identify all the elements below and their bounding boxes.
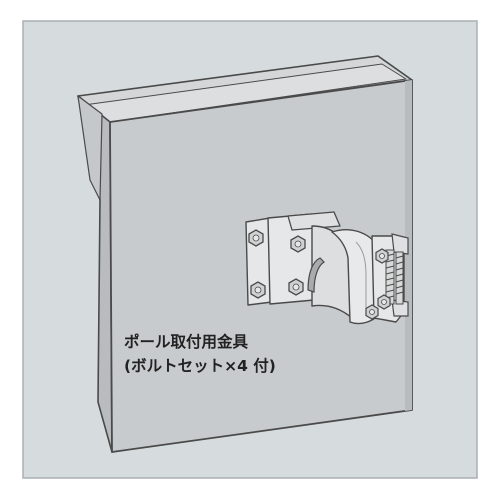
bolt-icon — [375, 248, 389, 264]
bolt-icon — [250, 281, 266, 299]
bolt-icon — [290, 235, 306, 253]
panel-left-bevel — [77, 95, 103, 201]
threaded-rod-bottom — [395, 251, 404, 305]
bracket-right-ear-top — [391, 233, 409, 255]
bracket-hook-slot — [307, 257, 325, 293]
caption-line-1: ポール取付用金具 — [124, 333, 249, 351]
bolt-icon — [377, 294, 391, 310]
bracket-caption: ポール取付用金具 (ボルトセット×4 付) — [124, 330, 276, 378]
bracket-top-flange — [287, 211, 341, 231]
bolt-icon — [365, 304, 379, 320]
bracket-saddle — [331, 228, 381, 325]
bolt-icon — [288, 278, 304, 296]
caption-line-2: (ボルトセット×4 付) — [124, 357, 276, 375]
bolt-icon — [248, 229, 264, 247]
